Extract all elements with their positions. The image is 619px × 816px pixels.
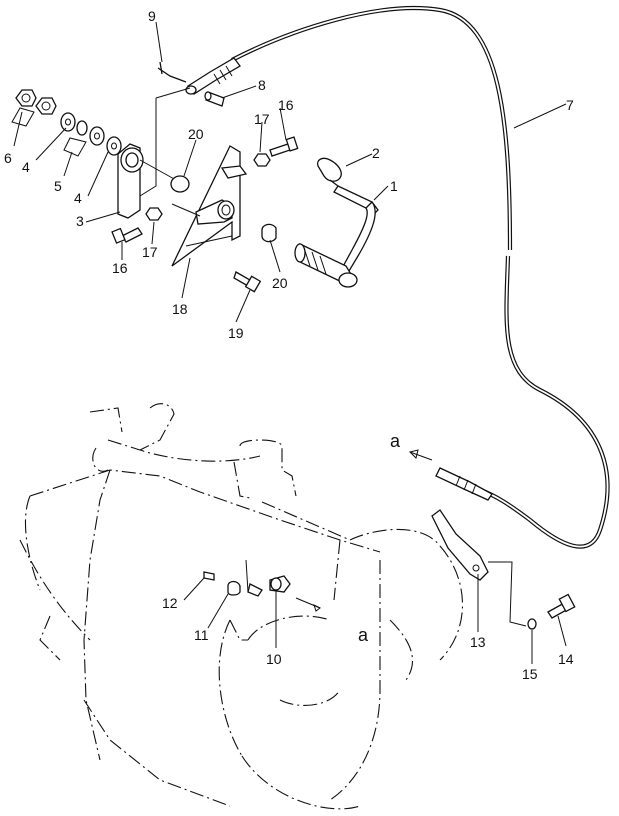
callout-17: 17	[142, 244, 158, 260]
callout-19: 19	[228, 325, 244, 341]
callout-3: 3	[76, 213, 84, 229]
lower-fittings	[203, 559, 321, 612]
callout-10: 10	[266, 651, 282, 667]
control-cable	[185, 5, 610, 549]
small-parts-top	[11, 61, 299, 293]
reference-a-lower: a	[358, 625, 369, 645]
clamp-plate	[117, 87, 191, 219]
control-lever	[294, 157, 379, 288]
reference-a-upper: a	[390, 431, 401, 451]
callout-8: 8	[258, 77, 266, 93]
callout-17: 17	[254, 111, 270, 127]
callout-1: 1	[390, 178, 398, 194]
callout-12: 12	[162, 595, 178, 611]
callout-7: 7	[566, 97, 574, 113]
callout-16: 16	[112, 260, 128, 276]
callout-4: 4	[22, 159, 30, 175]
callout-2: 2	[372, 145, 380, 161]
callout-20: 20	[188, 126, 204, 142]
callout-6: 6	[4, 150, 12, 166]
callout-15: 15	[522, 666, 538, 682]
lower-bracket	[431, 509, 576, 630]
callout-4: 4	[74, 190, 82, 206]
callout-14: 14	[558, 651, 574, 667]
callout-13: 13	[470, 634, 486, 650]
engine-outline	[19, 403, 464, 810]
callout-16: 16	[278, 97, 294, 113]
reference-arrows	[409, 449, 433, 461]
leader-lines	[13, 21, 567, 664]
callout-20: 20	[272, 275, 288, 291]
callout-18: 18	[172, 301, 188, 317]
callout-5: 5	[54, 178, 62, 194]
lever-bracket	[171, 145, 248, 267]
callout-11: 11	[194, 627, 209, 643]
callout-labels: 1 2 3 4 4 5 6 7 8 9 10 11 12 13 14 15 16…	[4, 8, 574, 682]
callout-9: 9	[148, 8, 156, 24]
